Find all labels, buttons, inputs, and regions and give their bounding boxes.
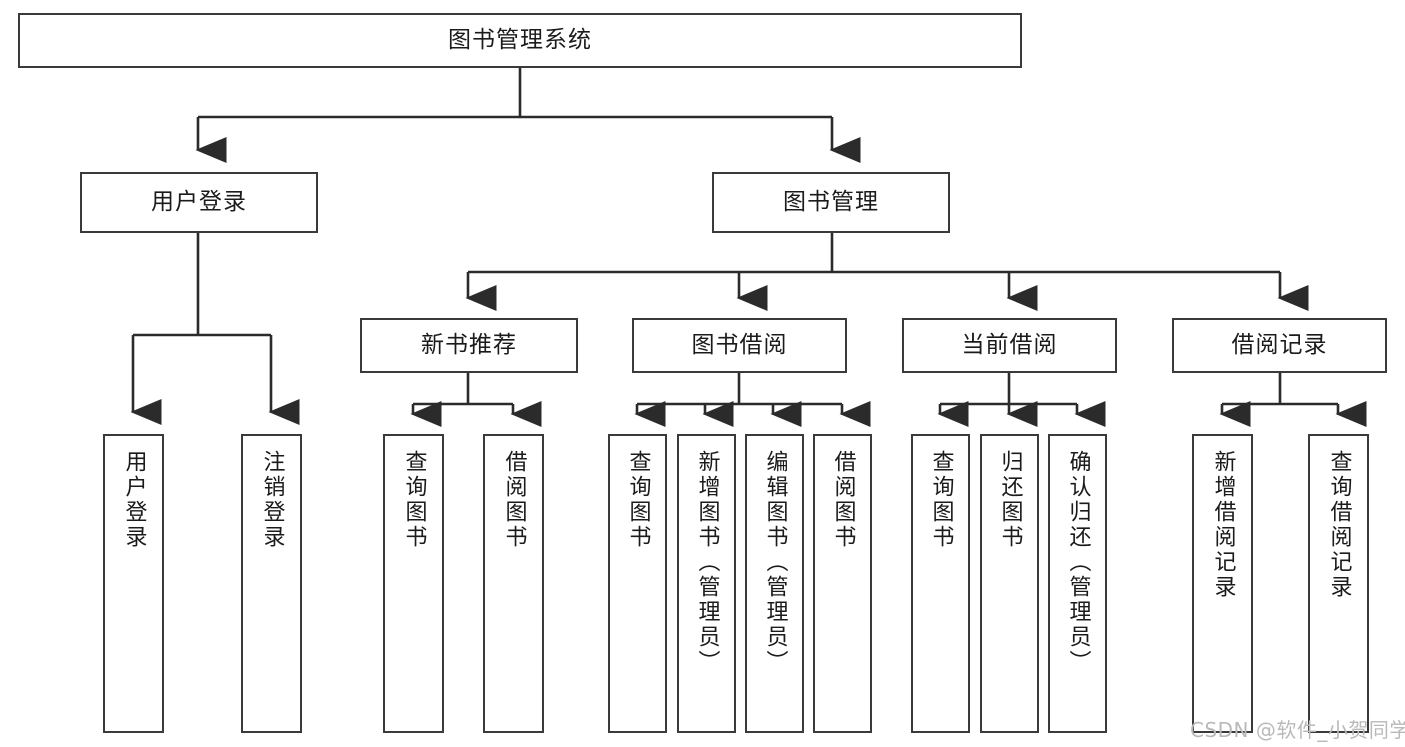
node-borrow-record[interactable]: 借阅记录 [1172,318,1387,373]
node-root[interactable]: 图书管理系统 [18,13,1022,68]
leaf-user-login-login-label: 用户登录 [121,450,147,550]
leaf-book-borrow-query[interactable]: 查询图书 [608,434,667,733]
node-new-book-recommend-label: 新书推荐 [421,331,517,358]
leaf-book-borrow-add-label: 新增图书（管理员） [694,450,720,675]
node-borrow-record-label: 借阅记录 [1231,331,1328,358]
node-book-borrow[interactable]: 图书借阅 [632,318,847,373]
node-current-borrow[interactable]: 当前借阅 [902,318,1117,373]
leaf-current-borrow-return[interactable]: 归还图书 [980,434,1039,733]
leaf-current-borrow-confirm[interactable]: 确认归还（管理员） [1048,434,1107,733]
leaf-book-borrow-borrow-label: 借阅图书 [830,450,856,550]
node-new-book-recommend[interactable]: 新书推荐 [360,318,578,373]
leaf-user-login-logout-label: 注销登录 [259,450,285,550]
leaf-book-borrow-edit[interactable]: 编辑图书（管理员） [745,434,804,733]
node-book-management-label: 图书管理 [783,188,879,215]
leaf-current-borrow-confirm-label: 确认归还（管理员） [1065,450,1091,675]
node-user-login[interactable]: 用户登录 [80,172,318,233]
leaf-book-borrow-query-label: 查询图书 [625,450,651,550]
leaf-book-borrow-add[interactable]: 新增图书（管理员） [677,434,736,733]
node-book-management[interactable]: 图书管理 [712,172,950,233]
node-current-borrow-label: 当前借阅 [961,331,1058,358]
leaf-current-borrow-return-label: 归还图书 [997,450,1023,550]
leaf-current-borrow-query[interactable]: 查询图书 [911,434,970,733]
leaf-user-login-logout[interactable]: 注销登录 [241,434,302,733]
node-root-label: 图书管理系统 [448,26,592,53]
leaf-record-add-label: 新增借阅记录 [1210,450,1236,600]
leaf-book-borrow-borrow[interactable]: 借阅图书 [813,434,872,733]
leaf-new-book-query-label: 查询图书 [401,450,427,550]
leaf-new-book-borrow[interactable]: 借阅图书 [483,434,544,733]
node-book-borrow-label: 图书借阅 [691,331,788,358]
leaf-current-borrow-query-label: 查询图书 [928,450,954,550]
leaf-new-book-borrow-label: 借阅图书 [501,450,527,550]
node-user-login-label: 用户登录 [151,188,247,215]
leaf-user-login-login[interactable]: 用户登录 [103,434,164,733]
leaf-record-add[interactable]: 新增借阅记录 [1192,434,1253,733]
leaf-new-book-query[interactable]: 查询图书 [383,434,444,733]
leaf-record-query[interactable]: 查询借阅记录 [1308,434,1369,733]
leaf-book-borrow-edit-label: 编辑图书（管理员） [762,450,788,675]
leaf-record-query-label: 查询借阅记录 [1326,450,1352,600]
csdn-watermark: CSDN @软件_小贺同学 [1190,718,1405,742]
